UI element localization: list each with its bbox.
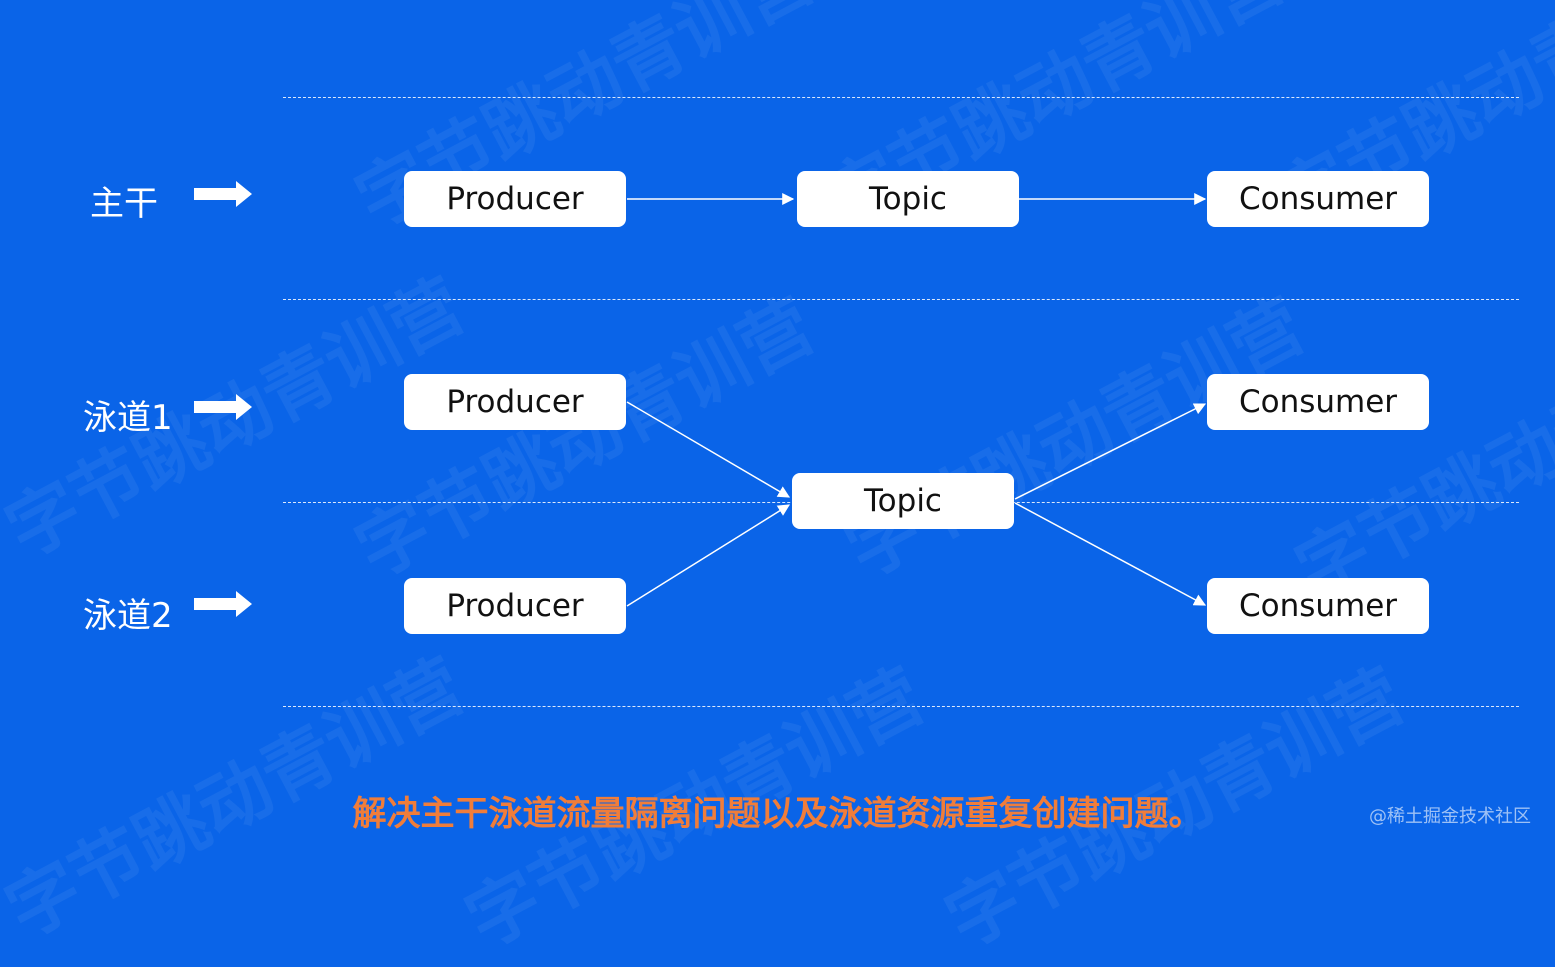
flow-arrow — [1014, 502, 1207, 606]
trunk-consumer-node: Consumer — [1207, 171, 1429, 227]
lane1-producer-node: Producer — [404, 374, 626, 430]
right-arrow-icon — [194, 394, 252, 420]
diagram-caption: 解决主干泳道流量隔离问题以及泳道资源重复创建问题。 — [352, 794, 1203, 834]
lane-divider — [283, 299, 1519, 300]
trunk-producer-node: Producer — [404, 171, 626, 227]
flow-arrow — [626, 504, 791, 607]
lane-label-trunk: 主干 — [90, 184, 158, 224]
shared-topic-node: Topic — [792, 473, 1014, 529]
lane-divider — [283, 97, 1519, 98]
lane2-producer-node: Producer — [404, 578, 626, 634]
flow-arrow — [626, 401, 791, 498]
lane1-consumer-node: Consumer — [1207, 374, 1429, 430]
lane2-consumer-node: Consumer — [1207, 578, 1429, 634]
flow-arrow — [1014, 403, 1207, 500]
source-credit: @稀土掘金技术社区 — [1369, 806, 1531, 827]
flow-arrows — [626, 193, 1207, 607]
right-arrow-icon — [194, 591, 252, 617]
trunk-topic-node: Topic — [797, 171, 1019, 227]
lane-label-lane2: 泳道2 — [83, 596, 173, 636]
lane-label-lane1: 泳道1 — [83, 398, 173, 438]
right-arrow-icon — [194, 181, 252, 207]
lane-divider — [283, 706, 1519, 707]
